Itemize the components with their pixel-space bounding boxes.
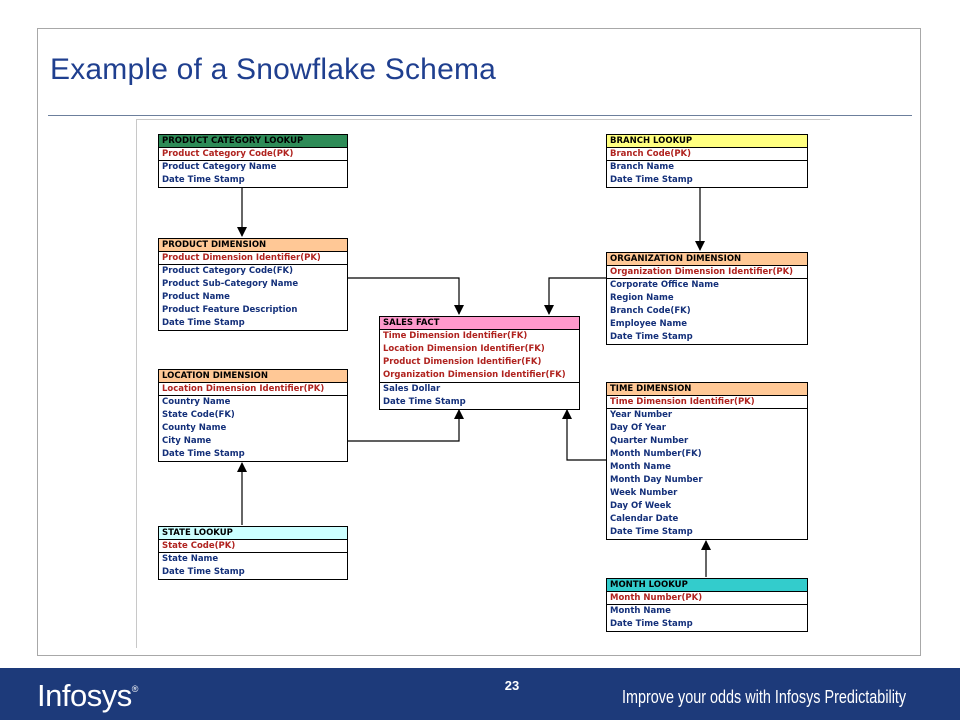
foreign-key-field: Time Dimension Identifier(FK) <box>383 331 528 341</box>
field: Quarter Number <box>610 436 689 446</box>
table-header: STATE LOOKUP <box>159 527 347 540</box>
primary-key-field: Organization Dimension Identifier(PK) <box>607 266 807 279</box>
logo-text: Infosys <box>37 678 132 713</box>
foreign-key-field: Product Dimension Identifier(FK) <box>383 357 542 367</box>
field: Product Category Code(FK) <box>162 266 293 276</box>
diagram-border-top <box>136 119 830 120</box>
primary-key-field: Location Dimension Identifier(PK) <box>159 383 347 396</box>
field: Date Time Stamp <box>610 619 693 629</box>
arrowhead-sales-from-organization <box>544 305 554 315</box>
arrowhead-sales-from-location <box>454 409 464 419</box>
table-organization-dimension: ORGANIZATION DIMENSION Organization Dime… <box>606 252 808 345</box>
field: Product Sub-Category Name <box>162 279 299 289</box>
table-sales-fact: SALES FACT Time Dimension Identifier(FK)… <box>379 316 580 410</box>
footer-bar <box>0 668 960 720</box>
field: Date Time Stamp <box>610 527 693 537</box>
table-time-dimension: TIME DIMENSION Time Dimension Identifier… <box>606 382 808 540</box>
field: Date Time Stamp <box>162 318 245 328</box>
diagram-border-left <box>136 119 137 648</box>
arrowhead-product-dimension <box>237 227 247 237</box>
primary-key-field: Product Dimension Identifier(PK) <box>159 252 347 265</box>
field: Date Time Stamp <box>162 175 245 185</box>
infosys-logo: Infosys® <box>37 678 138 714</box>
field: Branch Code(FK) <box>610 306 691 316</box>
field: County Name <box>162 423 227 433</box>
page-number: 23 <box>504 678 520 693</box>
field: City Name <box>162 436 212 446</box>
foreign-key-block: Time Dimension Identifier(FK) Location D… <box>380 330 579 383</box>
foreign-key-field: Location Dimension Identifier(FK) <box>383 344 545 354</box>
field: Sales Dollar <box>383 384 441 394</box>
field: Week Number <box>610 488 678 498</box>
connector-product-to-sales <box>348 277 460 314</box>
primary-key-field: Month Number(PK) <box>607 592 807 605</box>
field: Country Name <box>162 397 231 407</box>
arrowhead-time-dimension <box>701 540 711 550</box>
field: Region Name <box>610 293 674 303</box>
connector-location-to-sales <box>348 410 460 442</box>
table-month-lookup: MONTH LOOKUP Month Number(PK) Month Name… <box>606 578 808 632</box>
field: Month Number(FK) <box>610 449 702 459</box>
field: Date Time Stamp <box>610 175 693 185</box>
connector-organization-to-sales <box>548 277 606 314</box>
field: Date Time Stamp <box>610 332 693 342</box>
arrowhead-sales-from-product <box>454 305 464 315</box>
arrowhead-organization-dimension <box>695 241 705 251</box>
table-header: SALES FACT <box>380 317 579 330</box>
connector-time-to-sales <box>566 410 606 461</box>
table-state-lookup: STATE LOOKUP State Code(PK) State Name D… <box>158 526 348 580</box>
field: Branch Name <box>610 162 674 172</box>
footer-tagline: Improve your odds with Infosys Predictab… <box>622 687 907 707</box>
table-header: LOCATION DIMENSION <box>159 370 347 383</box>
registered-mark: ® <box>131 684 139 694</box>
table-header: ORGANIZATION DIMENSION <box>607 253 807 266</box>
primary-key-field: Branch Code(PK) <box>607 148 807 161</box>
field: State Name <box>162 554 219 564</box>
table-header: TIME DIMENSION <box>607 383 807 396</box>
field: Day Of Year <box>610 423 666 433</box>
field: Product Feature Description <box>162 305 298 315</box>
title-divider <box>48 115 912 116</box>
table-header: MONTH LOOKUP <box>607 579 807 592</box>
field: Date Time Stamp <box>383 397 466 407</box>
table-header: PRODUCT CATEGORY LOOKUP <box>159 135 347 148</box>
field: Product Name <box>162 292 230 302</box>
primary-key-field: Product Category Code(PK) <box>159 148 347 161</box>
table-branch-lookup: BRANCH LOOKUP Branch Code(PK) Branch Nam… <box>606 134 808 188</box>
field: Calendar Date <box>610 514 679 524</box>
table-product-dimension: PRODUCT DIMENSION Product Dimension Iden… <box>158 238 348 331</box>
field: Day Of Week <box>610 501 672 511</box>
arrowhead-location-dimension <box>237 462 247 472</box>
table-header: BRANCH LOOKUP <box>607 135 807 148</box>
primary-key-field: State Code(PK) <box>159 540 347 553</box>
primary-key-field: Time Dimension Identifier(PK) <box>607 396 807 409</box>
field: Year Number <box>610 410 673 420</box>
field: Date Time Stamp <box>162 449 245 459</box>
slide-title: Example of a Snowflake Schema <box>50 53 497 86</box>
table-product-category-lookup: PRODUCT CATEGORY LOOKUP Product Category… <box>158 134 348 188</box>
field: Date Time Stamp <box>162 567 245 577</box>
field: Month Day Number <box>610 475 703 485</box>
arrowhead-sales-from-time <box>562 409 572 419</box>
foreign-key-field: Organization Dimension Identifier(FK) <box>383 370 566 380</box>
field: Month Name <box>610 462 671 472</box>
field: Employee Name <box>610 319 688 329</box>
field: Month Name <box>610 606 671 616</box>
field: Product Category Name <box>162 162 277 172</box>
table-header: PRODUCT DIMENSION <box>159 239 347 252</box>
field: Corporate Office Name <box>610 280 719 290</box>
field: State Code(FK) <box>162 410 235 420</box>
table-location-dimension: LOCATION DIMENSION Location Dimension Id… <box>158 369 348 462</box>
